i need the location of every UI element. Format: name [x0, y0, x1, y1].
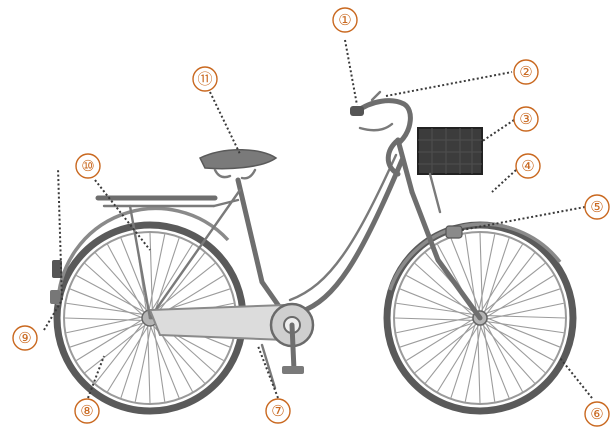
pedal [282, 366, 304, 374]
wheel-spoke [487, 276, 554, 317]
callout-6: ⑥ [585, 402, 609, 426]
callout-label: ② [519, 63, 532, 81]
leader-line-4 [492, 170, 516, 192]
callout-1: ① [333, 8, 357, 32]
callout-3: ③ [514, 107, 538, 131]
callout-5: ⑤ [585, 195, 609, 219]
callout-4: ④ [516, 154, 540, 178]
callout-label: ⑧ [80, 402, 93, 420]
callout-label: ④ [521, 157, 534, 175]
wheel-spoke [151, 244, 192, 311]
callout-label: ① [338, 11, 351, 29]
callout-label: ⑥ [590, 405, 603, 423]
wheel-spoke [484, 323, 553, 360]
callout-label: ⑨ [18, 329, 31, 347]
wheel-spoke [108, 325, 149, 392]
callout-2: ② [514, 60, 538, 84]
leader-line-2 [386, 72, 512, 96]
leader-line-1 [345, 40, 357, 105]
callout-label: ⑪ [197, 70, 212, 88]
saddle [200, 150, 276, 169]
callout-11: ⑪ [193, 67, 217, 91]
leader-line-5 [462, 207, 585, 230]
wheel-spoke [76, 276, 145, 313]
callout-label: ⑤ [590, 198, 603, 216]
leader-line-11 [210, 92, 240, 154]
callout-label: ③ [519, 110, 532, 128]
callout-7: ⑦ [266, 399, 290, 423]
callout-label: ⑦ [271, 402, 284, 420]
front-basket [418, 128, 482, 212]
callout-label: ⑩ [81, 157, 94, 175]
wheel-spoke [481, 244, 522, 311]
wheel-spoke [485, 322, 522, 391]
callout-10: ⑩ [76, 154, 100, 178]
wheel-spoke [76, 319, 143, 360]
leader-line-3 [478, 120, 514, 144]
leader-line-7 [258, 346, 278, 398]
callout-8: ⑧ [75, 399, 99, 423]
callout-9: ⑨ [13, 326, 37, 350]
wheel-spoke [438, 325, 479, 392]
wheel-spoke [406, 319, 473, 360]
front-lamp [446, 226, 462, 238]
